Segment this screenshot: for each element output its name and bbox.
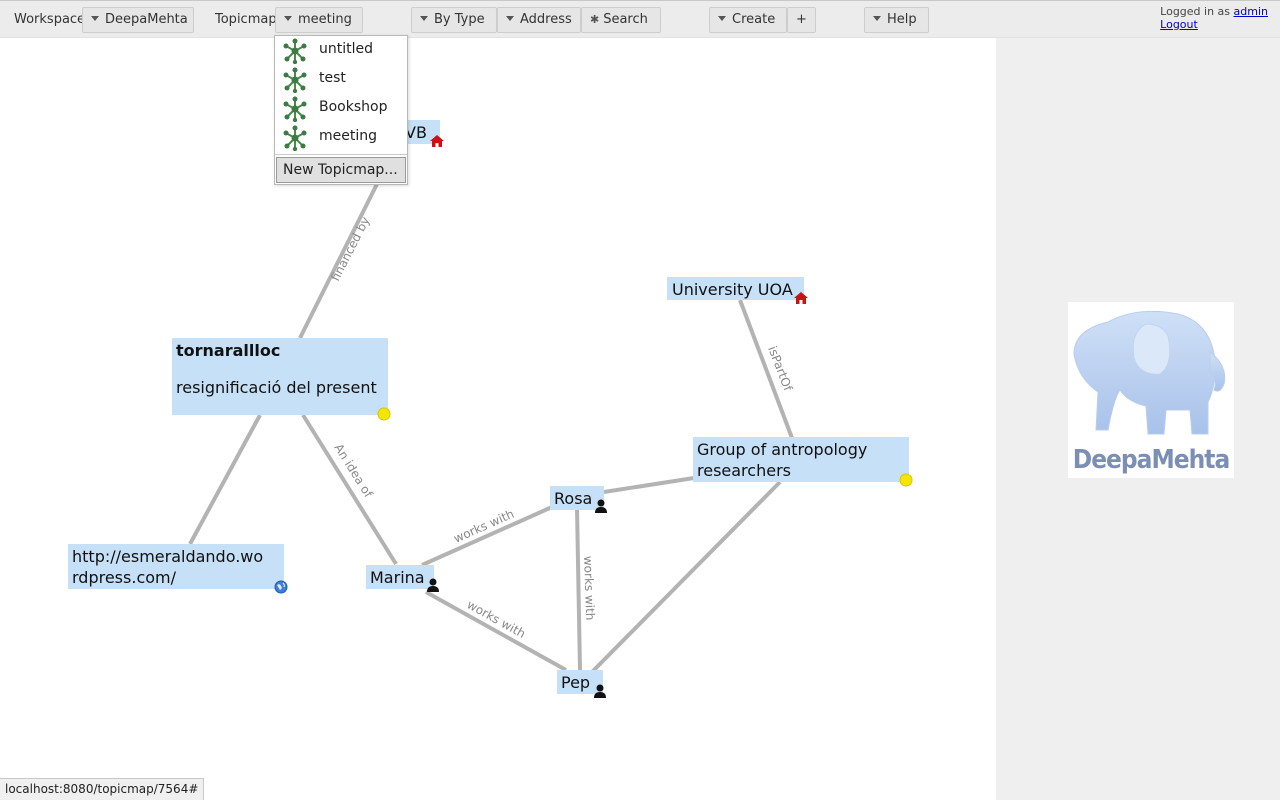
workspace-value: DeepaMehta [105, 12, 188, 27]
home-icon [430, 135, 444, 147]
topic-label: Pep [561, 673, 591, 692]
topic-url[interactable]: http://esmeraldando.wo rdpress.com/ [68, 544, 288, 594]
note-title: tornarallloc [176, 341, 281, 360]
detail-panel: DeepaMehta [996, 38, 1280, 800]
edge-tornarallloc-url[interactable] [188, 414, 262, 545]
note-icon [377, 407, 391, 421]
menu-divider [275, 154, 407, 155]
toolbar: Workspace DeepaMehta Topicmap meeting By… [0, 0, 1280, 38]
topic-tornarallloc[interactable]: tornarallloc resignificació del present [172, 338, 391, 421]
edge-is-part-of[interactable] [738, 299, 794, 439]
workspace-label: Workspace [14, 12, 86, 27]
topic-label: Rosa [554, 489, 593, 508]
person-icon [427, 578, 439, 592]
menu-item-test[interactable]: test [275, 65, 407, 94]
edge-financed-by[interactable] [298, 181, 380, 339]
note-icon [899, 473, 913, 487]
home-icon [794, 292, 808, 304]
menu-item-label: Bookshop [319, 99, 388, 115]
edge-an-idea-of[interactable] [301, 413, 398, 566]
workspace-select[interactable]: DeepaMehta [82, 7, 194, 33]
search-label: Search [603, 12, 648, 27]
search-button[interactable]: ✱Search [581, 7, 661, 33]
add-button[interactable]: + [787, 7, 816, 33]
person-icon [594, 684, 606, 698]
topic-label-line1: Group of antropology [697, 440, 868, 459]
topic-label: Marina [370, 568, 425, 587]
topic-marina[interactable]: Marina [366, 565, 439, 592]
edge-works-with-marina-rosa[interactable] [421, 505, 553, 567]
deepamehta-logo: DeepaMehta [1068, 302, 1234, 478]
topic-pep[interactable]: Pep [557, 670, 606, 698]
menu-item-label: test [319, 70, 346, 86]
address-label: Address [520, 12, 572, 27]
edge-label-financed-by: financed by [328, 214, 372, 283]
edge-label-works-with-3: works with [581, 556, 597, 621]
login-prefix: Logged in as [1160, 5, 1231, 18]
topic-rosa[interactable]: Rosa [550, 486, 607, 513]
chevron-down-icon [506, 16, 514, 21]
topic-label: VB [405, 123, 427, 142]
menu-item-bookshop[interactable]: Bookshop [275, 94, 407, 123]
chevron-down-icon [284, 16, 292, 21]
address-button[interactable]: Address [497, 7, 581, 33]
chevron-down-icon [718, 16, 726, 21]
edge-works-with-rosa-pep[interactable] [575, 507, 582, 671]
add-label: + [796, 12, 807, 27]
by-type-label: By Type [434, 12, 485, 27]
login-info: Logged in as admin Logout [1160, 5, 1268, 31]
menu-item-untitled[interactable]: untitled [275, 36, 407, 65]
edge-rosa-group[interactable] [603, 476, 695, 494]
topicmap-icon [283, 38, 307, 64]
edge-works-with-marina-pep[interactable] [425, 590, 567, 672]
topicmap-menu: untitled test Bookshop meeting New Topic… [274, 35, 408, 185]
topic-label: University UOA [672, 280, 793, 299]
create-button[interactable]: Create [709, 7, 787, 33]
menu-item-label: untitled [319, 41, 374, 57]
logo-text: DeepaMehta [1073, 445, 1229, 475]
chevron-down-icon [91, 16, 99, 21]
topic-label-line1: http://esmeraldando.wo [72, 547, 264, 566]
create-label: Create [732, 12, 776, 27]
edge-group-pep[interactable] [590, 480, 782, 674]
topicmap-canvas[interactable]: financed by isPartOf An idea of works wi… [0, 38, 996, 800]
status-bar: localhost:8080/topicmap/7564# [0, 778, 205, 800]
chevron-down-icon [420, 16, 428, 21]
help-label: Help [887, 12, 917, 27]
chevron-down-icon [873, 16, 881, 21]
elephant-icon: DeepaMehta [1073, 310, 1230, 475]
note-body: resignificació del present [176, 378, 377, 397]
new-topicmap-button[interactable]: New Topicmap... [276, 157, 406, 183]
logout-link[interactable]: Logout [1160, 18, 1198, 31]
gear-icon: ✱ [590, 13, 600, 26]
topicmap-icon [283, 67, 307, 93]
topic-group-of-antropology-researchers[interactable]: Group of antropology researchers [693, 437, 913, 487]
topicmap-select[interactable]: meeting [275, 7, 363, 33]
menu-item-label: meeting [319, 128, 378, 144]
topic-label-line2: rdpress.com/ [72, 568, 176, 587]
association-edges: financed by isPartOf An idea of works wi… [188, 181, 795, 674]
topicmap-value: meeting [298, 12, 352, 27]
by-type-button[interactable]: By Type [411, 7, 497, 33]
topic-label-line2: researchers [697, 461, 791, 480]
help-button[interactable]: Help [864, 7, 929, 33]
topic-university-uoa[interactable]: University UOA [667, 277, 808, 304]
globe-icon [274, 580, 288, 594]
edge-label-is-part-of: isPartOf [765, 344, 795, 394]
user-link[interactable]: admin [1233, 5, 1268, 18]
topicmap-icon [283, 125, 307, 151]
menu-item-meeting[interactable]: meeting [275, 123, 407, 152]
person-icon [595, 499, 607, 513]
topicmap-label: Topicmap [215, 12, 277, 27]
topicmap-icon [283, 96, 307, 122]
